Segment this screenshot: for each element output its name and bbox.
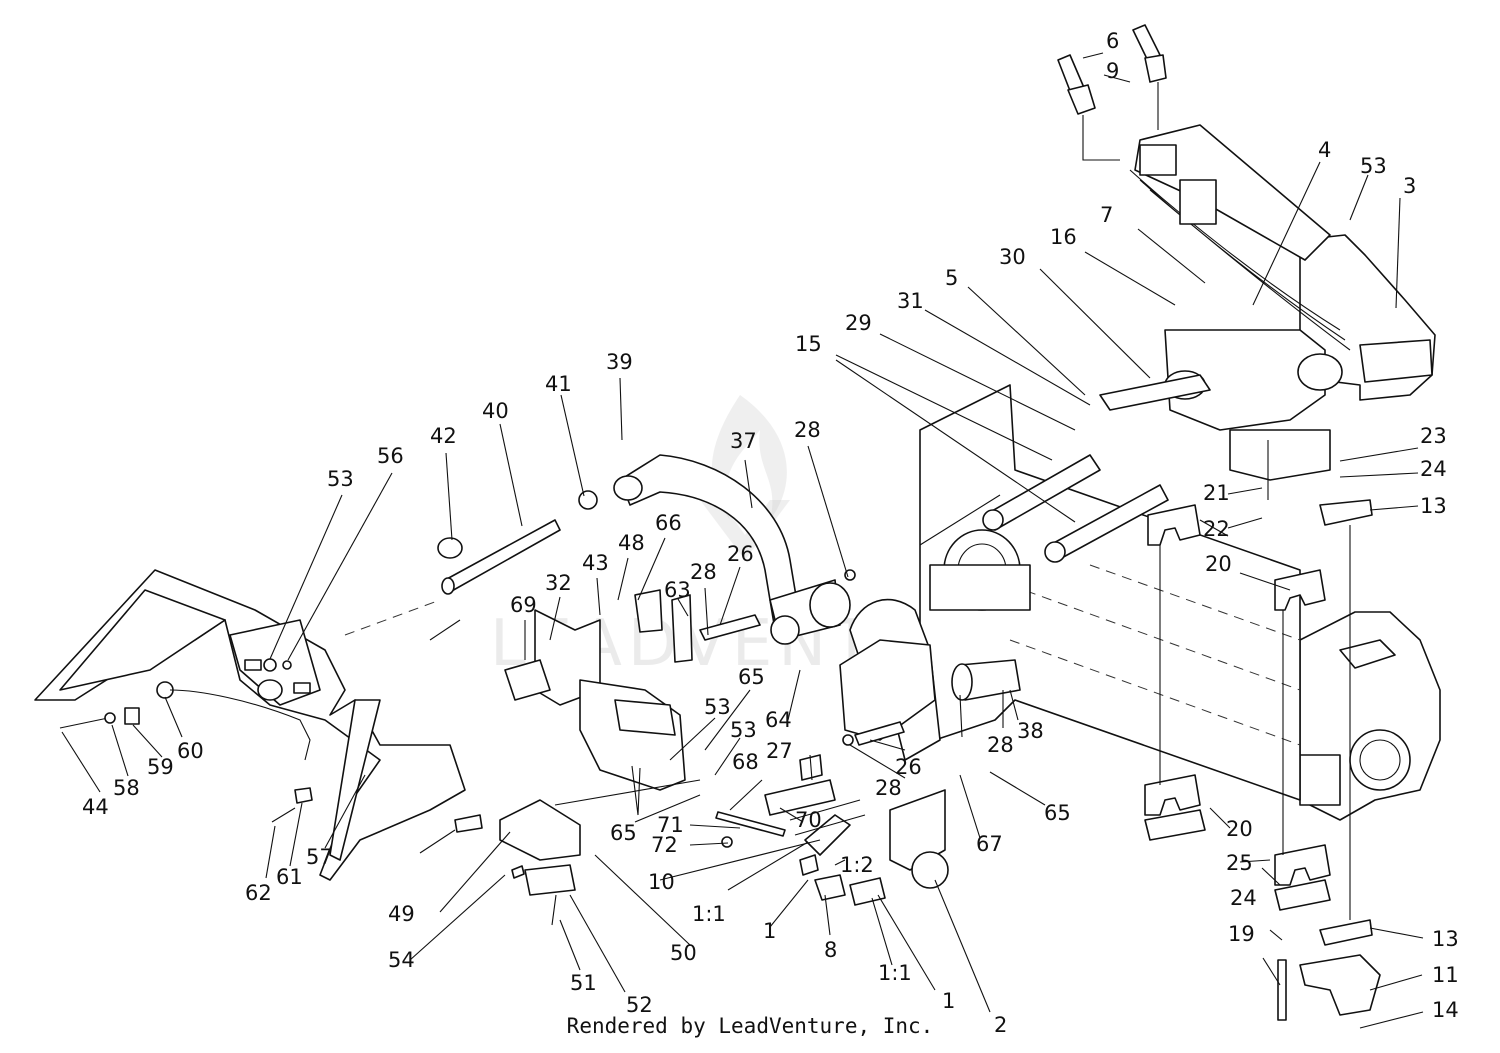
callout-leaders bbox=[61, 52, 1424, 1029]
callout-label: 1:1 bbox=[878, 961, 912, 985]
callout-label: 19 bbox=[1228, 922, 1255, 946]
extension-lines bbox=[429, 494, 1001, 806]
callout-label: 32 bbox=[545, 571, 572, 595]
callout-label: 48 bbox=[618, 531, 645, 555]
callout-label: 24 bbox=[1420, 457, 1447, 481]
deck-frame-left bbox=[34, 569, 466, 881]
callout-label: 29 bbox=[845, 311, 872, 335]
callout-label: 25 bbox=[1226, 851, 1253, 875]
callout-label: 28 bbox=[875, 776, 902, 800]
callout-label: 39 bbox=[606, 350, 633, 374]
callout-label: 7 bbox=[1100, 203, 1113, 227]
callout-label: 66 bbox=[655, 511, 682, 535]
pivot-pins bbox=[578, 490, 905, 837]
callout-label: 60 bbox=[177, 739, 204, 763]
callout-label: 53 bbox=[704, 695, 731, 719]
callout-label: 23 bbox=[1420, 424, 1447, 448]
callout-label: 27 bbox=[766, 739, 793, 763]
callout-label: 62 bbox=[245, 881, 272, 905]
callout-label: 28 bbox=[794, 418, 821, 442]
callout-label: 20 bbox=[1205, 552, 1232, 576]
callout-label: 2 bbox=[994, 1013, 1007, 1037]
callout-label: 1 bbox=[942, 989, 955, 1013]
callout-label: 63 bbox=[664, 578, 691, 602]
callout-label: 21 bbox=[1203, 481, 1230, 505]
callout-label: 57 bbox=[306, 845, 333, 869]
callout-label: 13 bbox=[1420, 494, 1447, 518]
callout-label: 9 bbox=[1106, 59, 1119, 83]
hoses-bottom bbox=[721, 799, 886, 906]
callout-label: 1:2 bbox=[840, 853, 874, 877]
callout-label: 28 bbox=[987, 733, 1014, 757]
callout-label: 24 bbox=[1230, 886, 1257, 910]
callout-label: 52 bbox=[626, 993, 653, 1017]
callout-label: 1 bbox=[763, 919, 776, 943]
callout-label: 71 bbox=[657, 813, 684, 837]
callout-label: 3 bbox=[1403, 174, 1416, 198]
callout-label: 14 bbox=[1432, 998, 1459, 1022]
callout-label: 72 bbox=[651, 833, 678, 857]
callout-label: 4 bbox=[1318, 138, 1331, 162]
credit-text: Rendered by LeadVenture, Inc. bbox=[566, 1014, 934, 1038]
callout-label: 30 bbox=[999, 245, 1026, 269]
callout-label: 44 bbox=[82, 795, 109, 819]
callout-label: 68 bbox=[732, 750, 759, 774]
callout-label: 58 bbox=[113, 776, 140, 800]
callout-label: 50 bbox=[670, 941, 697, 965]
callout-label: 64 bbox=[765, 708, 792, 732]
callout-label: 13 bbox=[1432, 927, 1459, 951]
callout-label: 65 bbox=[738, 665, 765, 689]
callout-label: 37 bbox=[730, 429, 757, 453]
callout-label: 53 bbox=[1360, 154, 1387, 178]
hydraulic-fittings bbox=[1057, 24, 1167, 161]
callout-label: 65 bbox=[610, 821, 637, 845]
callout-label: 26 bbox=[895, 755, 922, 779]
callout-label: 5 bbox=[945, 266, 958, 290]
callout-label: 56 bbox=[377, 444, 404, 468]
callout-label: 51 bbox=[570, 971, 597, 995]
lift-arm-right bbox=[839, 598, 1021, 889]
callout-label: 38 bbox=[1017, 719, 1044, 743]
callout-label: 10 bbox=[648, 870, 675, 894]
callout-label: 8 bbox=[824, 938, 837, 962]
callout-label: 61 bbox=[276, 865, 303, 889]
callout-label: 26 bbox=[727, 542, 754, 566]
lift-arm-left bbox=[613, 454, 851, 645]
callout-label: 11 bbox=[1432, 963, 1459, 987]
callout-label: 70 bbox=[795, 808, 822, 832]
callout-label: 54 bbox=[388, 948, 415, 972]
frame-assembly bbox=[1099, 124, 1436, 481]
callout-label: 15 bbox=[795, 332, 822, 356]
lower-brackets bbox=[419, 799, 581, 926]
callout-label: 53 bbox=[327, 467, 354, 491]
callout-label: 65 bbox=[1044, 801, 1071, 825]
hardware-left bbox=[59, 599, 441, 823]
callout-label: 49 bbox=[388, 902, 415, 926]
callout-label: 42 bbox=[430, 424, 457, 448]
pivot-shaft bbox=[437, 519, 561, 595]
callout-label: 40 bbox=[482, 399, 509, 423]
callout-label: 43 bbox=[582, 551, 609, 575]
callout-label: 41 bbox=[545, 372, 572, 396]
mount-plate-right bbox=[1299, 611, 1441, 821]
callout-label: 31 bbox=[897, 289, 924, 313]
callout-label: 67 bbox=[976, 832, 1003, 856]
callout-label: 69 bbox=[510, 593, 537, 617]
callout-label: 6 bbox=[1106, 29, 1119, 53]
callout-label: 22 bbox=[1203, 517, 1230, 541]
callout-labels: 6 9 4 53 3 7 16 30 5 31 29 15 39 41 40 4… bbox=[82, 29, 1459, 1037]
callout-label: 53 bbox=[730, 718, 757, 742]
callout-label: 16 bbox=[1050, 225, 1077, 249]
callout-label: 59 bbox=[147, 755, 174, 779]
callout-label: 28 bbox=[690, 560, 717, 584]
callout-label: 20 bbox=[1226, 817, 1253, 841]
clamp-brackets bbox=[1144, 440, 1381, 1021]
callout-label: 1:1 bbox=[692, 902, 726, 926]
